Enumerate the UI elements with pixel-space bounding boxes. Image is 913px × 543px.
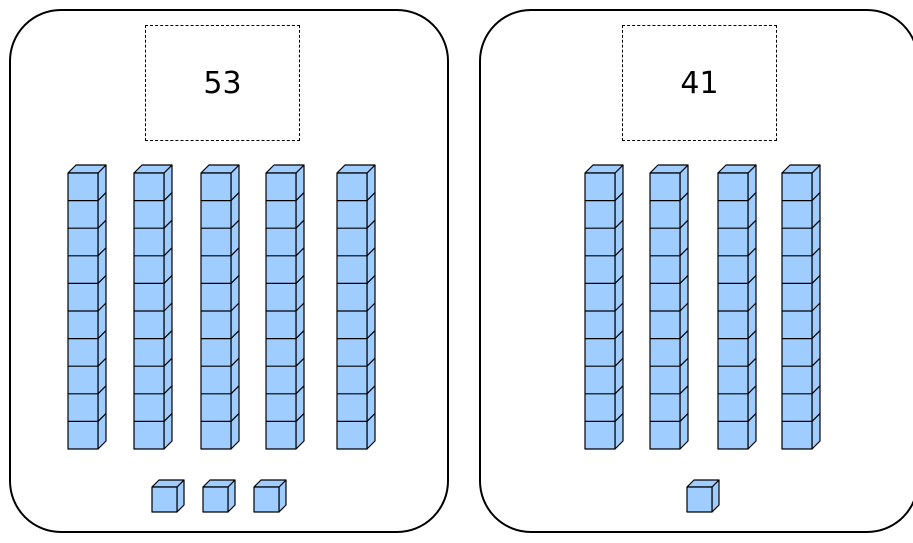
unit-cube: [152, 480, 184, 512]
ten-rod: [134, 165, 172, 449]
unit-cube: [687, 480, 719, 512]
ten-rod: [68, 165, 106, 449]
ten-rod: [585, 165, 623, 449]
ten-rod: [718, 165, 756, 449]
unit-cube: [203, 480, 235, 512]
ten-rod: [201, 165, 239, 449]
ten-rod: [266, 165, 304, 449]
unit-cube: [254, 480, 286, 512]
ten-rod: [650, 165, 688, 449]
ten-rod: [337, 165, 375, 449]
ten-rod: [782, 165, 820, 449]
